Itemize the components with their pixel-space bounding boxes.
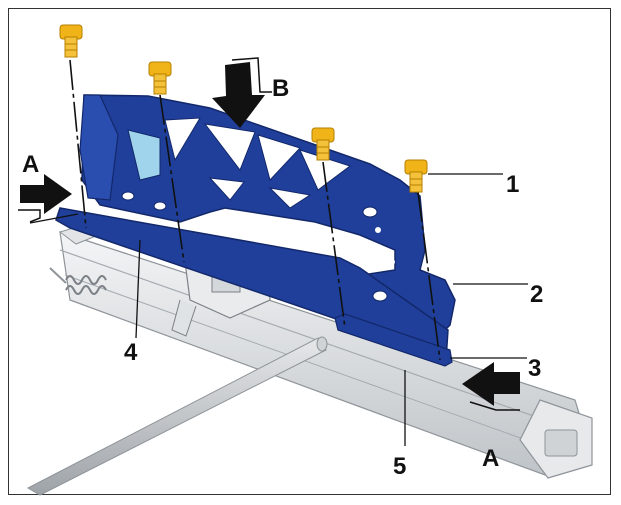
bolt-3 xyxy=(311,127,335,161)
callout-a-right: A xyxy=(482,445,499,472)
callout-3: 3 xyxy=(528,355,541,382)
callout-1: 1 xyxy=(506,171,519,198)
bolt-1 xyxy=(59,24,83,58)
bolt-4 xyxy=(404,159,428,193)
callout-4: 4 xyxy=(124,339,138,366)
spring xyxy=(49,267,107,295)
callout-5: 5 xyxy=(393,453,406,480)
arrow-b-down xyxy=(212,57,272,128)
arrow-a-left xyxy=(18,174,79,224)
arrow-a-right xyxy=(462,362,520,411)
leader-lines xyxy=(135,173,528,446)
callout-b: B xyxy=(272,75,289,102)
bolt-2 xyxy=(148,61,172,95)
callout-2: 2 xyxy=(530,281,543,308)
callout-a-left: A xyxy=(22,151,39,178)
diagram-frame xyxy=(8,8,611,495)
bracket-strip xyxy=(334,313,453,367)
bolt-alignment-lines xyxy=(69,59,441,361)
adjustment-rod xyxy=(26,336,328,496)
